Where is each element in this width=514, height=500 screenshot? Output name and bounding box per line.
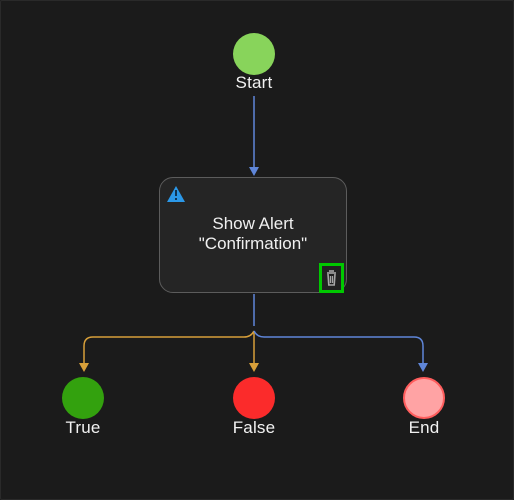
end-branch-arrowhead xyxy=(418,363,428,372)
false-label: False xyxy=(232,418,276,437)
start-to-alert-arrowhead xyxy=(249,167,259,176)
trash-icon xyxy=(327,270,336,286)
start-label: Start xyxy=(235,73,273,92)
alert-subtitle: "Confirmation" xyxy=(198,234,308,253)
start-node[interactable] xyxy=(233,33,275,75)
true-node[interactable] xyxy=(62,377,104,419)
false-branch-arrowhead xyxy=(249,363,259,372)
true-label: True xyxy=(65,418,101,437)
true-branch-connector xyxy=(83,330,255,365)
delete-button[interactable] xyxy=(319,263,344,293)
warning-icon xyxy=(167,186,185,202)
show-alert-card[interactable]: Show Alert "Confirmation" xyxy=(159,177,347,293)
end-branch-connector xyxy=(253,330,424,365)
alert-title: Show Alert xyxy=(212,214,294,233)
false-node[interactable] xyxy=(233,377,275,419)
end-node[interactable] xyxy=(403,377,445,419)
end-label: End xyxy=(408,418,440,437)
true-branch-arrowhead xyxy=(79,363,89,372)
